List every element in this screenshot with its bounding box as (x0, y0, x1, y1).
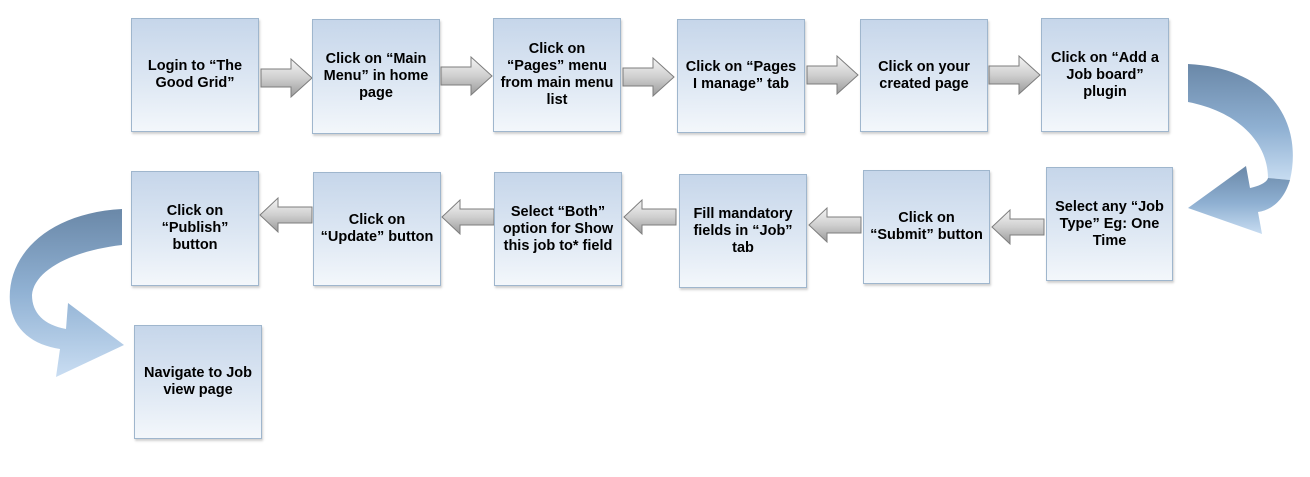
arrow-right-icon (806, 54, 859, 96)
step-label: Login to “The Good Grid” (147, 58, 243, 91)
step-label: Click on “Pages” menu from main menu lis… (500, 41, 614, 108)
step-label: Click on “Publish” button (161, 203, 229, 253)
curved-arrow-down-right-icon (9, 209, 124, 377)
step-navigate-box: Navigate to Job view page (134, 325, 262, 439)
arrow-right-icon (440, 55, 493, 97)
step-main-menu-box: Click on “Main Menu” in home page (312, 19, 440, 134)
curved-arrow-down-left-icon (1188, 64, 1293, 234)
step-label: Click on “Add a Job board” plugin (1051, 49, 1159, 100)
step-label: Select any “Job Type” Eg: One Time (1055, 198, 1164, 249)
step-add-job-board-box: Click on “Add a Job board” plugin (1041, 18, 1169, 132)
step-created-page-box: Click on your created page (860, 19, 988, 132)
step-label: Click on “Main Menu” in home page (323, 51, 429, 101)
arrow-left-icon (991, 208, 1045, 246)
step-label: Fill mandatory fields in “Job” tab (693, 205, 793, 256)
step-pages-i-manage-box: Click on “Pages I manage” tab (677, 19, 805, 133)
step-fill-fields-box: Fill mandatory fields in “Job” tab (679, 174, 807, 288)
step-label: Navigate to Job view page (144, 365, 252, 398)
arrow-left-icon (808, 206, 862, 244)
step-publish-box: Click on “Publish” button (131, 171, 259, 286)
step-select-both-box: Select “Both” option for Show this job t… (494, 172, 622, 286)
arrow-left-icon (441, 198, 495, 236)
arrow-left-icon (259, 196, 313, 234)
step-label: Click on your created page (878, 58, 970, 92)
step-update-box: Click on “Update” button (313, 172, 441, 286)
step-submit-box: Click on “Submit” button (863, 170, 990, 284)
arrow-right-icon (988, 54, 1041, 96)
step-label: Click on “Pages I manage” tab (685, 59, 797, 92)
arrow-right-icon (260, 57, 313, 99)
step-login-box: Login to “The Good Grid” (131, 18, 259, 132)
step-label: Select “Both” option for Show this job t… (502, 203, 614, 254)
step-label: Click on “Update” button (320, 212, 434, 245)
step-pages-menu-box: Click on “Pages” menu from main menu lis… (493, 18, 621, 132)
step-select-job-type-box: Select any “Job Type” Eg: One Time (1046, 167, 1173, 281)
step-label: Click on “Submit” button (870, 210, 983, 243)
arrow-left-icon (623, 198, 677, 236)
arrow-right-icon (622, 56, 675, 98)
